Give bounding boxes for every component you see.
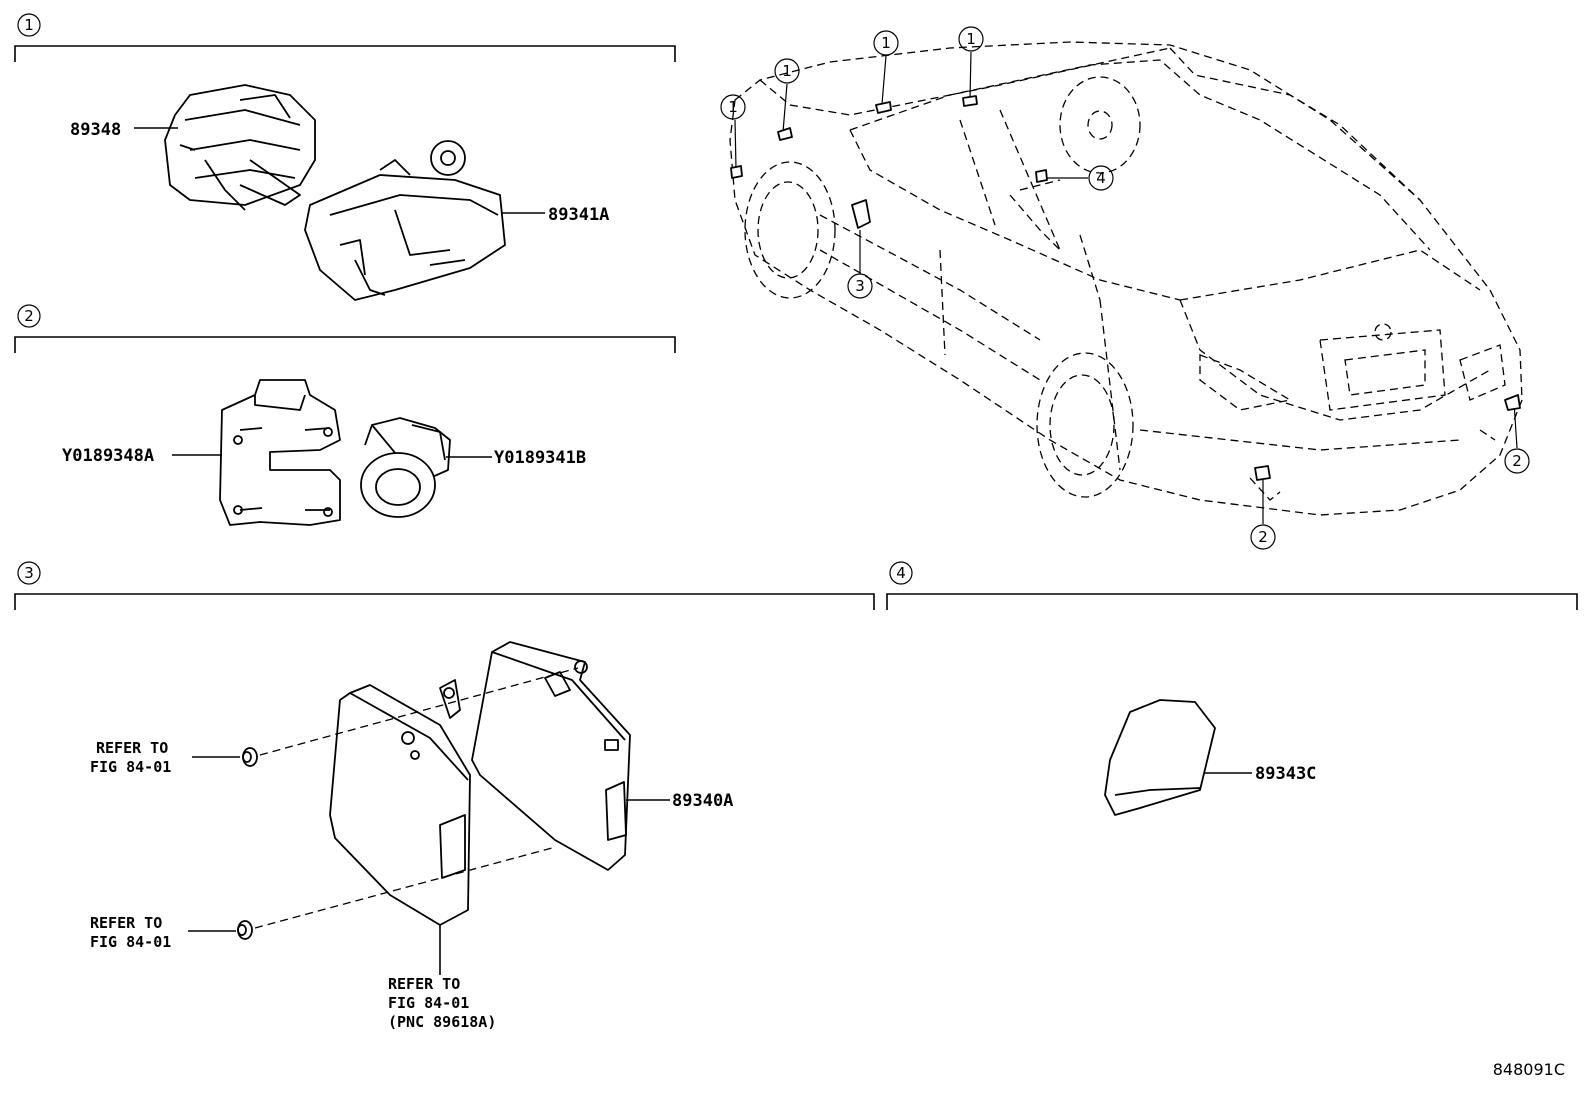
section-2-number: 2: [24, 307, 34, 325]
section-2-header: 2: [14, 304, 676, 353]
svg-text:2: 2: [1258, 528, 1268, 546]
part-Y0189341B-drawing: [360, 417, 451, 518]
diagram-code: 848091C: [1493, 1060, 1565, 1079]
bolt-lower: [237, 920, 253, 940]
section-4-number: 4: [896, 564, 906, 582]
reference-note-2: REFER TO FIG 84-01: [90, 914, 171, 951]
vehicle-callouts: 1 1 1 1 4 3 2: [720, 26, 1530, 550]
part-89343C-drawing: [1104, 699, 1216, 816]
fastener-line-upper: [259, 667, 579, 756]
label-Y0189348A: Y0189348A: [62, 446, 154, 466]
car-callout-1b: 1: [774, 58, 800, 133]
part-89340A-drawing: [329, 641, 631, 926]
part-Y0189348A-drawing: [219, 379, 341, 526]
svg-text:1: 1: [728, 98, 738, 116]
section-1-header: 1: [14, 13, 676, 62]
reference-note-1: REFER TO FIG 84-01: [90, 739, 171, 776]
section-4-header: 4: [886, 561, 1578, 610]
car-callout-3: 3: [847, 230, 873, 299]
svg-text:REFER TO: REFER TO: [388, 975, 460, 993]
bolt-upper: [242, 747, 258, 767]
svg-text:1: 1: [881, 34, 891, 52]
car-callout-1a: 1: [720, 94, 746, 169]
car-callout-4: 4: [1042, 165, 1114, 191]
label-89341A: 89341A: [548, 205, 609, 225]
vehicle-drawing: [729, 41, 1523, 516]
car-callout-2a: 2: [1504, 394, 1530, 474]
label-89340A: 89340A: [672, 791, 733, 811]
part-89341A-drawing: [304, 140, 506, 301]
svg-text:1: 1: [782, 62, 792, 80]
svg-text:1: 1: [966, 30, 976, 48]
svg-text:4: 4: [1096, 169, 1106, 187]
car-callout-1d: 1: [958, 26, 984, 99]
part-89348-drawing: [164, 84, 316, 211]
svg-text:(PNC 89618A): (PNC 89618A): [388, 1013, 496, 1031]
section-3-header: 3: [14, 561, 875, 610]
svg-text:FIG 84-01: FIG 84-01: [388, 994, 469, 1012]
section-3-number: 3: [24, 564, 34, 582]
svg-text:FIG 84-01: FIG 84-01: [90, 933, 171, 951]
svg-text:3: 3: [855, 277, 865, 295]
label-89348: 89348: [70, 120, 121, 140]
svg-text:REFER TO: REFER TO: [96, 739, 168, 757]
reference-note-3: REFER TO FIG 84-01 (PNC 89618A): [388, 975, 496, 1031]
svg-text:REFER TO: REFER TO: [90, 914, 162, 932]
car-callout-2b: 2: [1250, 465, 1276, 550]
section-1-number: 1: [24, 16, 34, 34]
svg-text:2: 2: [1512, 452, 1522, 470]
label-Y0189341B: Y0189341B: [494, 448, 586, 468]
svg-text:FIG 84-01: FIG 84-01: [90, 758, 171, 776]
car-callout-1c: 1: [873, 30, 899, 105]
label-89343C: 89343C: [1255, 764, 1316, 784]
